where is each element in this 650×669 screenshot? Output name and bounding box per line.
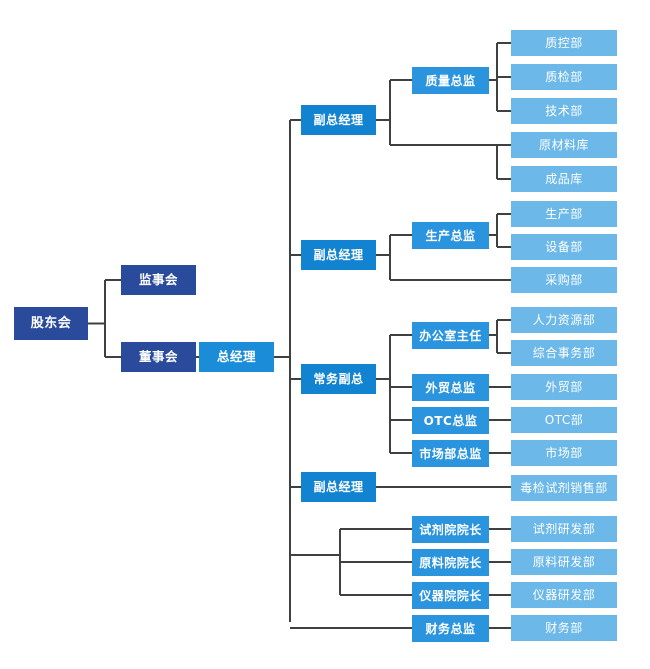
node-reagent-rd-dept-label: 试剂研发部 (532, 522, 596, 536)
node-vp-sales-label: 副总经理 (313, 480, 364, 494)
node-quality-control-dept[interactable]: 质控部 (511, 30, 617, 56)
node-market-director[interactable]: 市场部总监 (412, 440, 489, 467)
node-supervisors[interactable]: 监事会 (121, 265, 196, 295)
node-general-affairs-dept-label: 综合事务部 (532, 346, 596, 360)
node-equipment-dept-label: 设备部 (545, 240, 583, 254)
node-quality-director[interactable]: 质量总监 (412, 67, 489, 94)
node-purchasing-dept-label: 采购部 (545, 273, 583, 287)
node-foreign-trade-director-label: 外贸总监 (425, 380, 476, 395)
node-finance-director[interactable]: 财务总监 (412, 615, 489, 642)
node-market-dept-label: 市场部 (545, 446, 583, 460)
node-technology-dept[interactable]: 技术部 (511, 98, 617, 124)
node-raw-material-warehouse-label: 原材料库 (538, 138, 589, 152)
node-instrument-institute-dean[interactable]: 仪器院院长 (412, 582, 489, 609)
node-vp-production[interactable]: 副总经理 (301, 240, 376, 270)
node-purchasing-dept[interactable]: 采购部 (511, 267, 617, 293)
node-general-manager[interactable]: 总经理 (199, 342, 274, 372)
node-material-rd-dept[interactable]: 原料研发部 (511, 549, 617, 575)
node-otc-dept[interactable]: OTC部 (511, 407, 617, 433)
node-equipment-dept[interactable]: 设备部 (511, 234, 617, 260)
node-market-director-label: 市场部总监 (419, 446, 482, 461)
node-reagent-institute-dean[interactable]: 试剂院院长 (412, 516, 489, 543)
node-instrument-institute-dean-label: 仪器院院长 (419, 588, 482, 603)
node-vp-production-label: 副总经理 (313, 248, 364, 262)
node-quality-director-label: 质量总监 (425, 73, 476, 88)
node-foreign-trade-dept[interactable]: 外贸部 (511, 374, 617, 400)
node-executive-vp-label: 常务副总 (313, 372, 364, 386)
node-shareholders[interactable]: 股东会 (14, 307, 88, 340)
node-material-institute-dean[interactable]: 原料院院长 (412, 549, 489, 576)
node-production-director-label: 生产总监 (425, 228, 476, 243)
node-general-manager-label: 总经理 (216, 348, 256, 364)
node-quality-inspection-dept-label: 质检部 (545, 70, 583, 84)
node-production-dept-label: 生产部 (545, 207, 583, 221)
node-office-chief[interactable]: 办公室主任 (412, 322, 489, 349)
node-material-rd-dept-label: 原料研发部 (532, 555, 596, 569)
node-market-dept[interactable]: 市场部 (511, 440, 617, 466)
node-raw-material-warehouse[interactable]: 原材料库 (511, 132, 617, 158)
node-office-chief-label: 办公室主任 (419, 328, 482, 343)
node-shareholders-label: 股东会 (30, 316, 72, 331)
node-general-affairs-dept[interactable]: 综合事务部 (511, 340, 617, 366)
node-vp-quality[interactable]: 副总经理 (301, 105, 376, 135)
node-board-of-directors-label: 董事会 (138, 348, 178, 364)
node-executive-vp[interactable]: 常务副总 (301, 364, 376, 394)
node-production-director[interactable]: 生产总监 (412, 222, 489, 249)
node-supervisors-label: 监事会 (138, 271, 178, 287)
node-finished-goods-warehouse[interactable]: 成品库 (511, 166, 617, 192)
node-foreign-trade-dept-label: 外贸部 (545, 380, 583, 394)
node-quality-inspection-dept[interactable]: 质检部 (511, 64, 617, 90)
node-finance-director-label: 财务总监 (425, 621, 476, 636)
node-board-of-directors[interactable]: 董事会 (121, 342, 196, 372)
node-finished-goods-warehouse-label: 成品库 (545, 172, 583, 186)
node-instrument-rd-dept[interactable]: 仪器研发部 (511, 582, 617, 608)
node-reagent-institute-dean-label: 试剂院院长 (419, 522, 482, 537)
node-vp-sales[interactable]: 副总经理 (301, 472, 376, 502)
node-finance-dept-label: 财务部 (545, 621, 583, 635)
node-quality-control-dept-label: 质控部 (545, 36, 583, 50)
node-human-resources-dept[interactable]: 人力资源部 (511, 307, 617, 333)
node-technology-dept-label: 技术部 (545, 104, 583, 118)
node-otc-dept-label: OTC部 (544, 413, 584, 427)
node-finance-dept[interactable]: 财务部 (511, 615, 617, 641)
node-otc-director[interactable]: OTC总监 (412, 407, 489, 434)
node-foreign-trade-director[interactable]: 外贸总监 (412, 374, 489, 401)
node-production-dept[interactable]: 生产部 (511, 201, 617, 227)
node-material-institute-dean-label: 原料院院长 (419, 555, 482, 570)
node-toxin-reagent-sales-dept[interactable]: 毒检试剂销售部 (511, 475, 617, 501)
node-vp-quality-label: 副总经理 (313, 113, 364, 127)
node-toxin-reagent-sales-dept-label: 毒检试剂销售部 (520, 481, 608, 495)
node-reagent-rd-dept[interactable]: 试剂研发部 (511, 516, 617, 542)
node-human-resources-dept-label: 人力资源部 (532, 313, 596, 327)
node-instrument-rd-dept-label: 仪器研发部 (532, 588, 596, 602)
node-otc-director-label: OTC总监 (423, 413, 478, 428)
